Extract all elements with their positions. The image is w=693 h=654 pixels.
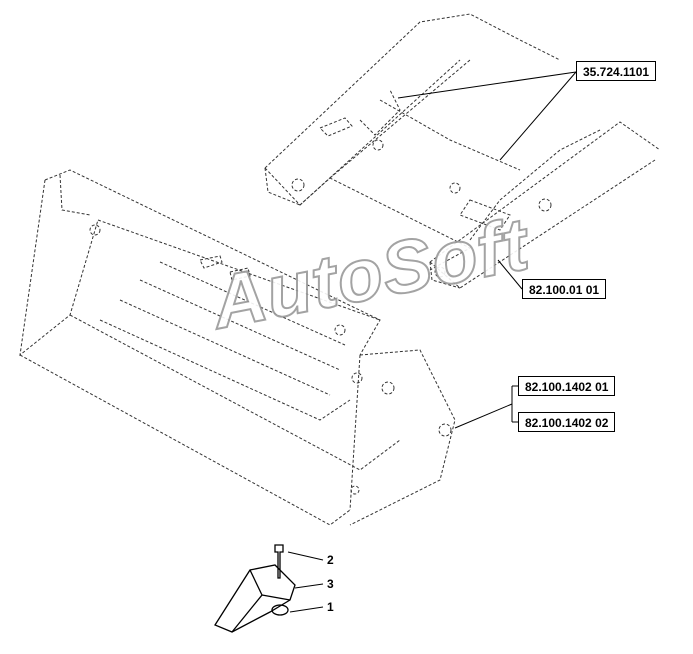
leader-lines (287, 71, 577, 613)
bolt (274, 544, 284, 579)
bucket-tooth (214, 564, 296, 633)
bucket (19, 169, 456, 526)
callout-bucket-b[interactable]: 82.100.1402 02 (518, 412, 616, 432)
nut (271, 604, 289, 616)
item-number-tooth: 3 (327, 577, 334, 591)
callout-loader-arm[interactable]: 35.724.1101 (576, 61, 657, 81)
callout-bucket-a[interactable]: 82.100.1402 01 (518, 376, 616, 396)
loader-arm-assembly (264, 13, 661, 289)
item-number-nut: 1 (327, 600, 334, 614)
callout-arm-cross[interactable]: 82.100.01 01 (522, 279, 607, 299)
item-number-bolt: 2 (327, 553, 334, 567)
tooth-assembly (214, 544, 296, 633)
